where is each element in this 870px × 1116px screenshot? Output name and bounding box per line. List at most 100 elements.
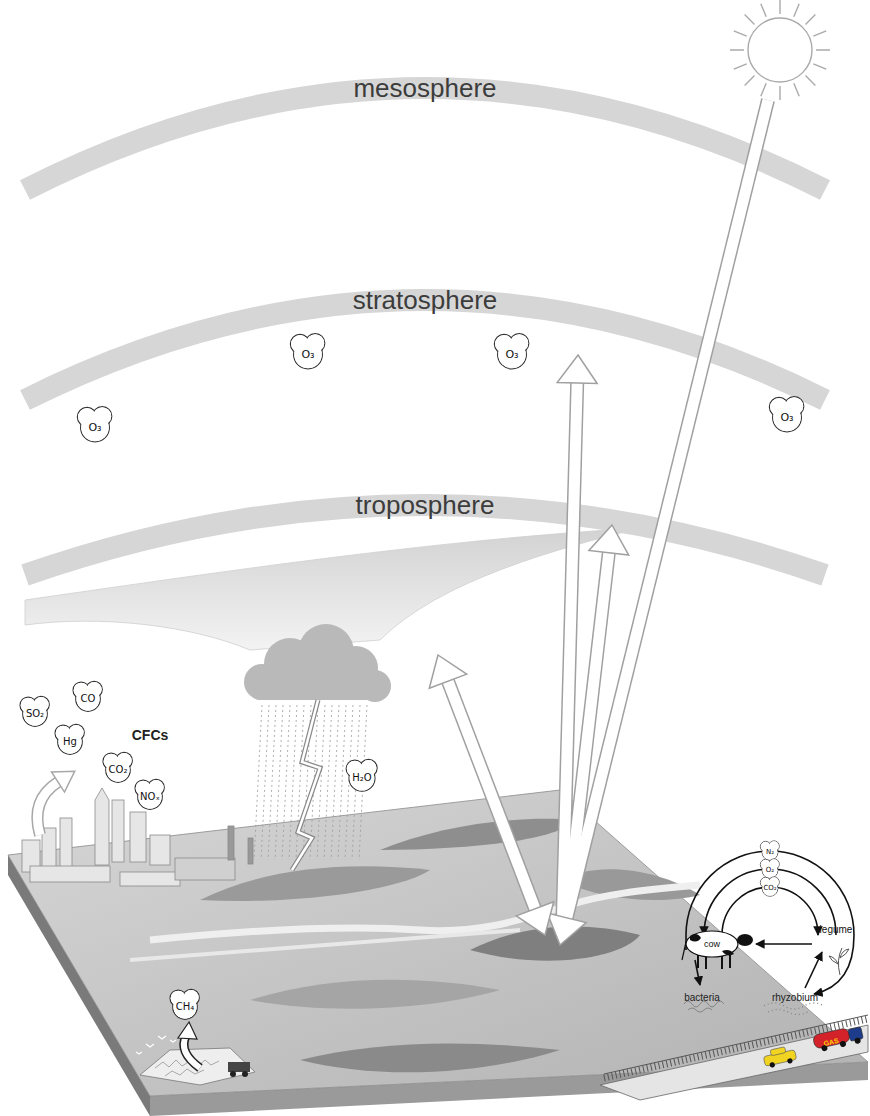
molecule-cluster: O₃: [75, 405, 115, 445]
wheel: [839, 1040, 846, 1047]
storm-cloud: [244, 624, 391, 702]
atom-fill: [58, 730, 81, 753]
molecule-formula: CO₂: [763, 885, 776, 892]
layer-name: stratosphere: [20, 284, 830, 316]
arrow-head: [178, 1022, 197, 1039]
low-building: [120, 872, 180, 886]
wheel: [821, 1045, 828, 1052]
atom-fill: [773, 404, 801, 432]
molecule-cluster: SO₂: [18, 695, 52, 729]
atmosphere-layer-band: troposphere: [20, 470, 830, 590]
sunlight-arrow: [567, 100, 768, 918]
atom-fill: [294, 341, 322, 369]
atom-fill: [498, 341, 526, 369]
cycle-arc: [686, 851, 854, 994]
molecule-fill: [347, 760, 377, 790]
molecule-cluster: O₃: [288, 332, 328, 372]
molecule-cluster: O₂: [759, 858, 781, 880]
molecule-fill: [78, 407, 111, 441]
molecule-outline: [20, 696, 49, 726]
legume-stem: [838, 948, 842, 975]
building: [130, 812, 146, 862]
cow-spot: [722, 950, 734, 955]
molecule-formula: SO₂: [26, 709, 44, 719]
arrow-outline: [37, 782, 58, 835]
molecule-outline: [346, 759, 377, 791]
tower: [95, 788, 109, 865]
molecule-formula: O₂: [766, 867, 774, 874]
legume-leaf: [829, 949, 849, 964]
atom-fill: [762, 881, 777, 896]
sun: [730, 0, 830, 100]
molecule-outline: [494, 334, 528, 369]
ground-slab: [8, 790, 868, 1116]
molecule-outline: [170, 989, 199, 1019]
molecule-formula: CO: [81, 694, 96, 704]
cow-leg: [721, 956, 723, 969]
molecule-fill: [104, 753, 132, 782]
bridge-rail: [604, 1015, 868, 1074]
molecule-formula: CO₂: [109, 765, 128, 775]
sunlight-arrow: [567, 100, 768, 918]
car-roof: [770, 1047, 786, 1056]
atmosphere-layer-band: mesosphere: [20, 50, 830, 200]
arrow-outlines: [448, 100, 768, 935]
atom-fill: [106, 758, 129, 781]
molecule-fill: [761, 841, 779, 860]
arrow-head: [516, 902, 553, 935]
rhyzobium-dots: [764, 1003, 824, 1015]
arrow-fill: [184, 1036, 200, 1068]
atom-fill: [76, 687, 99, 710]
band-arc: [25, 88, 825, 190]
hill: [250, 980, 500, 1009]
arrow-head: [589, 525, 629, 555]
bridge-deck: [600, 1025, 868, 1100]
molecule-outline: [760, 877, 779, 896]
city: [22, 788, 253, 886]
cow-head: [737, 934, 753, 946]
bulldozer: [228, 1062, 250, 1072]
reflected-arrow: [565, 553, 609, 930]
birds: [136, 1036, 176, 1054]
building: [42, 828, 56, 872]
bridge: [600, 1015, 868, 1100]
road: [130, 930, 520, 960]
illustration-label: rhyzobium: [772, 993, 818, 1003]
cycle-arrow: [805, 952, 822, 988]
molecule-outline: [760, 841, 779, 860]
molecule-cluster: CO: [71, 680, 105, 714]
molecule-cluster: CO₂: [759, 876, 781, 898]
atom-fill: [173, 995, 196, 1018]
atom-fill: [23, 702, 46, 725]
molecule-cluster: Hg: [53, 723, 87, 757]
molecule-formula: O₃: [780, 412, 793, 423]
reflected-arrow: [562, 383, 577, 935]
reflected-arrow: [562, 383, 577, 935]
illustration-label: bacteria: [684, 993, 720, 1003]
slab-top: [8, 790, 868, 1096]
cow-tail: [682, 942, 686, 960]
cow-body: [686, 931, 738, 957]
reflected-arrow: [565, 553, 609, 930]
bridge-railing: [604, 1019, 868, 1078]
arrow-outline: [184, 1036, 200, 1068]
molecule-cluster: H₂O: [344, 758, 380, 794]
wheel: [787, 1058, 793, 1064]
wheel: [769, 1062, 775, 1068]
cycle-arc: [704, 869, 836, 935]
molecule-fill: [291, 334, 324, 368]
molecule-fill: [770, 397, 803, 431]
river: [150, 885, 700, 940]
hill: [300, 1043, 560, 1072]
atom-fill: [762, 845, 777, 860]
methane-arrow: [178, 1022, 200, 1068]
cloud-base: [250, 676, 385, 700]
molecule-formula: CH₄: [176, 1002, 195, 1012]
molecule-outline: [103, 752, 132, 782]
sun-disc: [748, 18, 812, 82]
atom-fill: [81, 414, 109, 442]
arrow-head: [547, 913, 586, 945]
atom-fill: [762, 863, 777, 878]
illustration-label: CFCs: [132, 728, 169, 742]
molecule-fill: [21, 697, 49, 726]
